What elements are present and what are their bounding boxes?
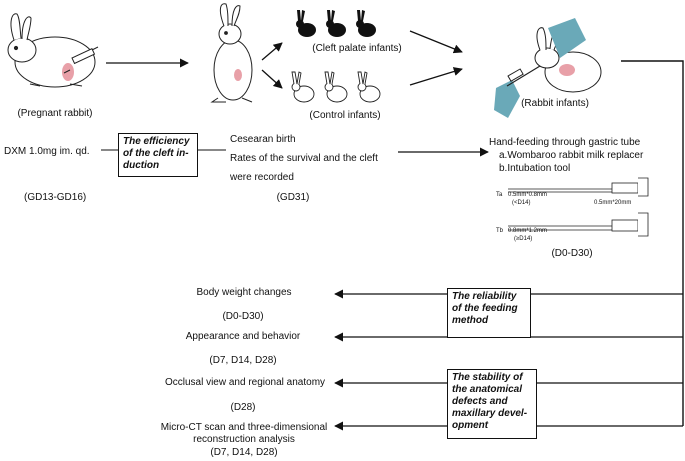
tube-b-name: Tb [496,228,504,234]
dose-label: DXM 1.0mg im. qd. [4,146,90,157]
outcome-occlusal: Occlusal view and regional anatomy [164,377,326,388]
cleft-infant-rabbits [296,10,376,37]
outcome-appearance-days: (D7, D14, D28) [209,355,277,366]
tube-a-spec: 0.5mm*0.8mm [508,192,548,198]
reliability-line-1: The reliability [452,291,517,302]
stability-line-1: The stability of [452,372,523,383]
syringe-icon [63,46,99,74]
cleft-infants-label: (Cleft palate infants) [312,43,402,54]
cesarean-label: Cesearan birth [230,134,296,145]
tube-a-name: Ta [496,192,503,198]
outcome-microct-line2: reconstruction analysis [193,434,295,445]
outcome-body-weight-days: (D0-D30) [222,311,264,322]
gd-range-label: (GD13-GD16) [24,192,87,203]
stability-line-5: opment [452,420,489,431]
tube-b-days: (≥D14) [514,236,533,242]
efficiency-line-1: The efficiency [123,136,190,147]
feeding-days-label: (D0-D30) [551,248,593,259]
hand-feeding-title: Hand-feeding through gastric tube [489,137,641,148]
control-infant-rabbits [291,71,381,103]
injected-rabbit-illustration [210,3,253,103]
reliability-box: The reliability of the feeding method [447,288,531,338]
efficiency-box: The efficiency of the cleft in- duction [118,133,198,177]
right-trunk-line [621,60,684,426]
item-b-label: b.Intubation tool [499,163,571,174]
pregnant-rabbit-label: (Pregnant rabbit) [17,108,93,119]
control-infants-label: (Control infants) [309,110,381,121]
efficiency-line-2: of the cleft in- [123,148,189,159]
intubation-tool-drawing [508,177,649,237]
arrow-control-to-infants [409,67,463,86]
outcome-appearance: Appearance and behavior [185,331,301,342]
arrow-to-control [261,69,283,89]
outcome-microct: Micro-CT scan and three-dimensional [160,422,328,433]
reliability-line-3: method [452,315,489,326]
rates-label: Rates of the survival and the cleft [230,153,378,164]
tube-mid-spec: 0.5mm*20mm [594,200,632,206]
stability-line-3: defects and [452,396,508,407]
pregnant-rabbit-illustration [7,13,96,88]
outcome-microct-days: (D7, D14, D28) [210,447,278,458]
tube-a-days: (<D14) [512,200,531,206]
outcome-occlusal-days: (D28) [230,402,256,413]
tube-b-spec: 0.8mm*1.2mm [508,228,548,234]
recorded-label: were recorded [230,172,294,183]
item-a-label: a.Wombaroo rabbit milk replacer [499,150,644,161]
stability-line-2: the anatomical [452,384,523,395]
outcome-body-weight: Body weight changes [196,287,292,298]
fed-infant-illustration [494,18,602,118]
gd31-label: (GD31) [276,192,310,203]
stability-line-4: maxillary devel- [452,408,528,419]
stability-box: The stability of the anatomical defects … [447,369,537,439]
efficiency-line-3: duction [123,160,160,171]
reliability-line-2: of the feeding [452,303,518,314]
rabbit-infants-label: (Rabbit infants) [521,98,589,109]
arrow-to-cleft [261,42,283,61]
arrow-cleft-to-infants [409,30,463,54]
